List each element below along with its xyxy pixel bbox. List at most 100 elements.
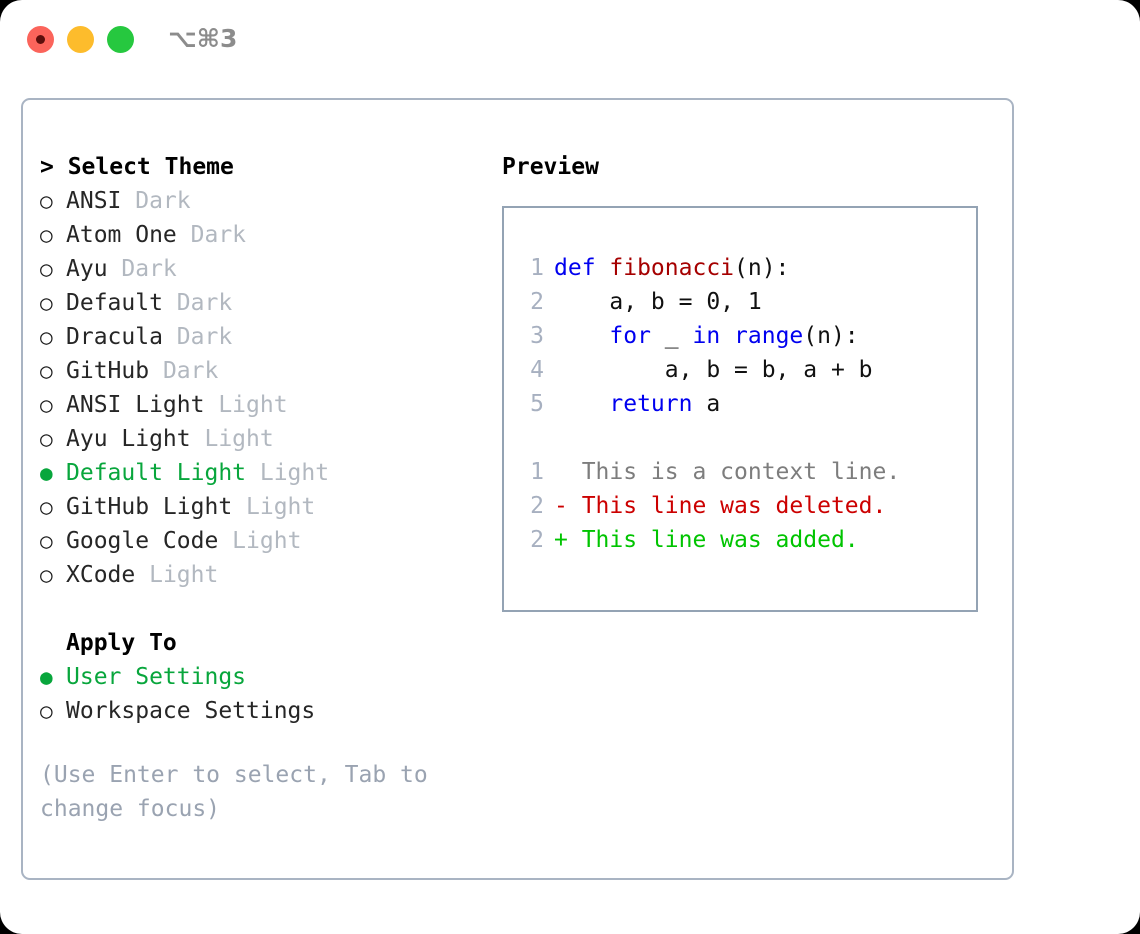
close-icon: [36, 35, 45, 44]
radio-unselected-icon: ○: [40, 189, 53, 213]
radio-unselected-icon: ○: [40, 257, 53, 281]
theme-list-item[interactable]: ● Default Light Light: [40, 456, 480, 490]
theme-list-item[interactable]: ○GitHub Dark: [40, 354, 480, 388]
theme-variant-tag: Dark: [107, 256, 177, 282]
radio-unselected-icon: ○: [40, 699, 53, 723]
code-line: 5 return a: [516, 387, 900, 421]
apply-to-marker-blank: [40, 626, 66, 660]
select-theme-header: > Select Theme: [40, 154, 234, 180]
apply-to-option-label: User Settings: [66, 664, 247, 690]
apply-to-option-label: Workspace Settings: [66, 698, 316, 724]
theme-list-item[interactable]: ○Ayu Light Light: [40, 422, 480, 456]
code-line-number: 1: [530, 255, 544, 281]
code-token: for: [609, 323, 651, 349]
theme-list-item[interactable]: ○ ANSI Dark: [40, 184, 480, 218]
theme-name: Default: [66, 290, 163, 316]
radio-unselected-icon: ○: [40, 495, 53, 519]
code-token: a, b = b, a + b: [554, 357, 873, 383]
code-token: [554, 391, 609, 417]
radio-unselected-icon: ○: [40, 563, 53, 587]
apply-to-option[interactable]: ● User Settings: [40, 660, 480, 694]
radio-unselected-icon: ○: [40, 223, 53, 247]
theme-variant-tag: Light: [246, 460, 330, 486]
radio-selected-icon: ●: [40, 665, 53, 689]
code-line-number: 3: [530, 323, 544, 349]
radio-unselected-icon: ○: [40, 291, 53, 315]
list-spacer: [40, 592, 480, 626]
keyboard-shortcut-label: ⌥⌘3: [168, 24, 238, 53]
theme-list-item[interactable]: ○ Ayu Dark: [40, 252, 480, 286]
diff-line-number: 1: [530, 459, 544, 485]
code-token: def: [554, 255, 610, 281]
code-token: (n):: [734, 255, 790, 281]
code-line: 3 for _ in range(n):: [516, 319, 900, 353]
radio-unselected-icon: ○: [40, 359, 53, 383]
code-diff-separator: [516, 421, 900, 455]
window-titlebar: ⌥⌘3: [0, 0, 1140, 78]
diff-line-number: 2: [530, 527, 544, 553]
preview-title: Preview: [502, 154, 599, 180]
theme-list-item[interactable]: ○ ANSI Light Light: [40, 388, 480, 422]
apply-to-option[interactable]: ○ Workspace Settings: [40, 694, 480, 728]
theme-variant-tag: Light: [190, 426, 274, 452]
theme-name: Google Code: [66, 528, 219, 554]
code-line: 1 def fibonacci(n):: [516, 251, 900, 285]
theme-name: ANSI Light: [66, 392, 205, 418]
theme-name: Ayu Light: [66, 426, 191, 452]
code-token: in range: [692, 323, 804, 349]
theme-name: Default Light: [66, 460, 247, 486]
code-token: (n):: [803, 323, 859, 349]
theme-variant-tag: Light: [218, 528, 302, 554]
theme-variant-tag: Dark: [162, 324, 233, 350]
diff-line-number: 2: [530, 493, 544, 519]
code-token: return: [609, 391, 693, 417]
code-token: fibonacci: [609, 255, 735, 281]
theme-list-item[interactable]: ○ Google Code Light: [40, 524, 480, 558]
diff-line-text: This is a context line.: [554, 459, 901, 485]
theme-list: ○ ANSI Dark ○ Atom One Dark ○ Ayu Dark ○ Defaul…: [40, 184, 480, 592]
theme-variant-tag: Dark: [121, 188, 191, 214]
code-line: 4 a, b = b, a + b: [516, 353, 900, 387]
apply-to-list: ● User Settings ○ Workspace Settings: [40, 660, 480, 728]
theme-name: Atom One: [66, 222, 177, 248]
code-token: a, b = 0, 1: [554, 289, 762, 315]
theme-picker-card: > Select Theme ○ANSI Dark○Atom One Dark○…: [21, 98, 1014, 880]
theme-list-item[interactable]: ○GitHub Light Light: [40, 490, 480, 524]
theme-variant-tag: Light: [135, 562, 219, 588]
minimize-button[interactable]: [67, 26, 94, 53]
theme-name: XCode: [66, 562, 136, 588]
radio-selected-icon: ●: [40, 461, 53, 485]
radio-unselected-icon: ○: [40, 393, 53, 417]
theme-variant-tag: Light: [204, 392, 288, 418]
theme-name: Dracula: [66, 324, 163, 350]
code-line: 2 a, b = 0, 1: [516, 285, 900, 319]
diff-line-text: - This line was deleted.: [554, 493, 887, 519]
maximize-button[interactable]: [107, 26, 134, 53]
theme-variant-tag: Dark: [162, 290, 233, 316]
diff-line: 2 + This line was added.: [516, 523, 900, 557]
code-token: a: [692, 391, 721, 417]
theme-list-item[interactable]: ○ Default Dark: [40, 286, 480, 320]
radio-unselected-icon: ○: [40, 529, 53, 553]
theme-name: GitHub Light: [66, 494, 233, 520]
code-line-number: 5: [530, 391, 544, 417]
theme-list-item[interactable]: ○Atom One Dark: [40, 218, 480, 252]
theme-variant-tag: Dark: [149, 358, 219, 384]
code-line-number: 4: [530, 357, 544, 383]
diff-line: 1 This is a context line.: [516, 455, 900, 489]
theme-name: ANSI: [66, 188, 122, 214]
apply-to-label: Apply To: [40, 626, 480, 660]
code-token: [554, 323, 609, 349]
code-token: _: [650, 323, 693, 349]
theme-name: Ayu: [66, 256, 108, 282]
theme-list-item[interactable]: ○ XCode Light: [40, 558, 480, 592]
theme-list-item[interactable]: ○Dracula Dark: [40, 320, 480, 354]
code-line-number: 2: [530, 289, 544, 315]
keyboard-hint-text: (Use Enter to select, Tab to change focu…: [40, 762, 442, 822]
diff-line: 2 - This line was deleted.: [516, 489, 900, 523]
diff-line-text: + This line was added.: [554, 527, 859, 553]
